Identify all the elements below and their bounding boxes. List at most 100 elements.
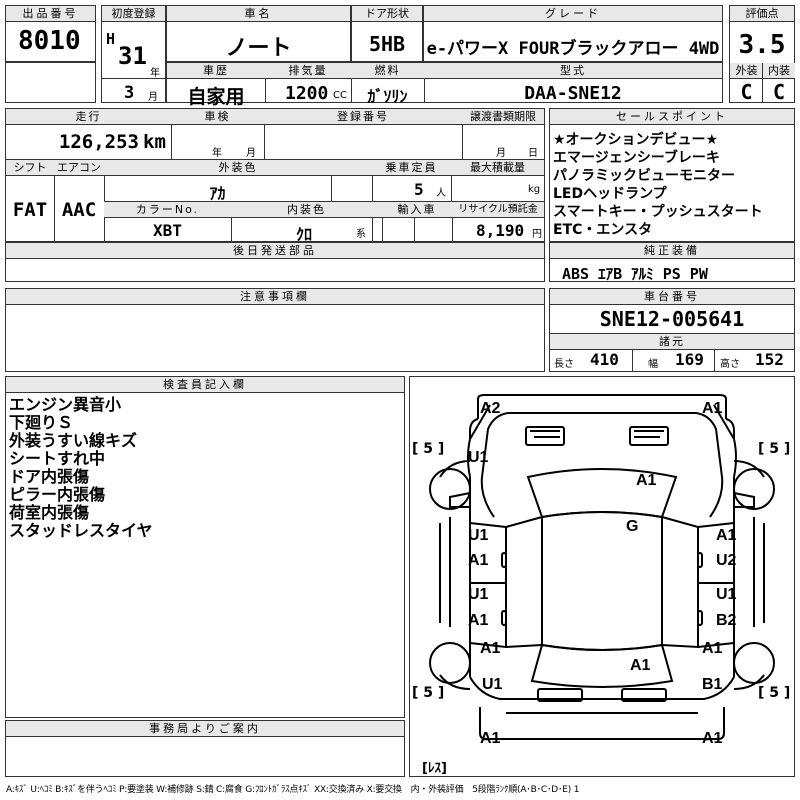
int-grade: C — [772, 80, 786, 104]
inspector-notes: エンジン異音小 下廻りＳ 外装うすい線キズ シートすれ中 ドア内張傷 ピラー内張… — [9, 396, 153, 540]
deadline-label: 譲渡書類期限 — [462, 109, 544, 125]
damage-mark: A1 — [630, 657, 651, 674]
damage-mark: A1 — [468, 612, 489, 629]
damage-mark: U1 — [468, 527, 489, 544]
door-type: 5HB — [368, 32, 406, 56]
damage-mark: A1 — [702, 400, 723, 417]
tire-depth: [ 5 ] — [412, 441, 445, 457]
length-label: 長さ — [554, 359, 574, 370]
inspector-line: 荷室内張傷 — [9, 503, 90, 522]
width-label: 幅 — [648, 359, 658, 370]
interior-label: 内装色 — [231, 202, 382, 218]
inspector-label: 検査員記入欄 — [6, 377, 404, 393]
damage-mark: A1 — [636, 472, 657, 489]
interior-unit: 系 — [356, 229, 366, 240]
int-grade-label: 内装 — [763, 63, 795, 79]
chassis-label: 車台番号 — [550, 289, 794, 305]
damage-mark: U2 — [716, 552, 737, 569]
reg-month: 3 — [124, 83, 135, 103]
damage-mark: A1 — [702, 730, 723, 747]
shift-label: シフト — [6, 160, 54, 176]
door-label: ドア形状 — [352, 6, 422, 22]
legend: A:ｷｽﾞ U:ﾍｺﾐ B:ｷｽﾞを伴うﾍｺﾐ P:要塗装 W:補修跡 S:錆 … — [6, 785, 580, 795]
inspector-line: 外装うすい線キズ — [9, 431, 138, 450]
body-color: ｱｶ — [209, 184, 226, 203]
sales-point: ★オークションデビュー★ — [553, 132, 719, 148]
notes-label: 注意事項欄 — [6, 289, 544, 305]
car-name: ノート — [225, 36, 292, 61]
office-label: 事務局よりご案内 — [6, 721, 404, 737]
height: 152 — [755, 350, 784, 369]
details-block: 走行 126,253 km 車検 年 月 登録番号 譲渡書類期限 月 日 シフト… — [5, 108, 545, 244]
office-box: 事務局よりご案内 — [5, 720, 405, 777]
damage-mark: U1 — [468, 449, 489, 466]
sales-point: ETC・エンスタ — [553, 222, 653, 238]
specs-label: 諸元 — [550, 334, 794, 350]
reg-year: 31 — [118, 42, 147, 70]
sales-points-list: ★オークションデビュー★ エマージェンシーブレーキ パノラミックビューモニター … — [553, 131, 763, 239]
damage-mark: A1 — [716, 527, 737, 544]
score: 3.5 — [738, 30, 786, 60]
recycle-fee: 8,190 — [476, 221, 525, 240]
inspector-line: シートすれ中 — [9, 449, 106, 468]
capacity: 5 — [414, 180, 424, 199]
deadline-day-unit: 日 — [528, 148, 538, 159]
inspector-box: 検査員記入欄 エンジン異音小 下廻りＳ 外装うすい線キズ シートすれ中 ドア内張… — [5, 376, 405, 718]
sales-points-box: セールスポイント ★オークションデビュー★ エマージェンシーブレーキ パノラミッ… — [549, 108, 795, 242]
width: 169 — [675, 350, 704, 369]
sales-point: パノラミックビューモニター — [553, 168, 735, 184]
month-unit: 月 — [148, 92, 158, 103]
ext-grade-label: 外装 — [730, 63, 763, 79]
displacement: 1200 — [285, 83, 329, 104]
later-parts-box: 後日発送部品 — [5, 242, 545, 282]
ac: AAC — [61, 199, 97, 221]
history-row: 車歴 自家用 排気量 1200 CC 燃料 ｶﾞｿﾘﾝ 型式 DAA-SNE12 — [166, 62, 723, 108]
tire-depth: [ 5 ] — [758, 441, 791, 457]
damage-mark: A2 — [480, 400, 501, 417]
model-label: 型式 — [424, 63, 722, 79]
era: H — [106, 30, 116, 48]
colorno-label: カラーNo. — [104, 202, 231, 218]
damage-mark: B2 — [716, 612, 737, 629]
inspector-line: ピラー内張傷 — [9, 485, 106, 504]
sales-point: エマージェンシーブレーキ — [553, 150, 720, 166]
sales-point: LEDヘッドランプ — [553, 186, 667, 202]
grade: e-パワーX FOURブラックアロー 4WD — [426, 39, 720, 59]
equipment: ABS ｴｱB ｱﾙﾐ PS PW — [562, 265, 708, 283]
fuel: ｶﾞｿﾘﾝ — [367, 87, 408, 106]
recycle-label: リサイクル預託金 — [452, 202, 544, 218]
color-label: 外装色 — [104, 160, 372, 176]
length: 410 — [590, 350, 619, 369]
color-number: XBT — [153, 221, 182, 240]
load-unit: kg — [528, 184, 541, 195]
inspection-year-unit: 年 — [212, 148, 222, 159]
lot-number-box: 出品番号 8010 — [5, 5, 96, 62]
car-name-box: 車名 ノート — [166, 5, 351, 62]
interior-color: ｸﾛ — [296, 225, 313, 244]
damage-mark: U1 — [482, 676, 503, 693]
inspection-label: 車検 — [171, 109, 264, 125]
first-registration-box: 初度登録 H 31 年 3 月 — [101, 5, 166, 103]
year-unit: 年 — [150, 68, 160, 79]
inspection-month-unit: 月 — [246, 148, 256, 159]
mileage-unit: km — [143, 131, 166, 153]
lot-extra-box — [5, 62, 96, 103]
sales-points-label: セールスポイント — [550, 109, 794, 125]
deadline-month-unit: 月 — [496, 148, 506, 159]
damage-mark: U1 — [716, 586, 737, 603]
score-label: 評価点 — [730, 6, 794, 22]
model: DAA-SNE12 — [524, 83, 622, 104]
tire-depth: [ 5 ] — [412, 685, 445, 701]
lot-number: 8010 — [18, 26, 81, 56]
inspector-line: 下廻りＳ — [9, 413, 74, 432]
damage-mark: G — [626, 518, 639, 535]
plate-label: 登録番号 — [264, 109, 462, 125]
height-label: 高さ — [720, 359, 740, 370]
inspector-line: スタッドレスタイヤ — [9, 521, 153, 540]
chassis-number: SNE12-005641 — [599, 307, 745, 331]
grade-label: グレード — [424, 6, 722, 22]
tire-depth: [ 5 ] — [758, 685, 791, 701]
history-label: 車歴 — [167, 63, 265, 79]
car-name-label: 車名 — [167, 6, 350, 22]
ac-label: エアコン — [54, 160, 104, 176]
